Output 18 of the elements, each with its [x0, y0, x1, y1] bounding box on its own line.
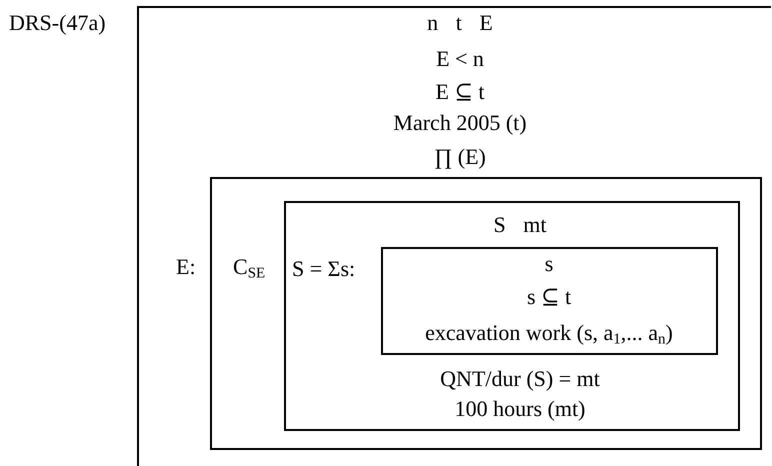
condition-text: S mt	[493, 212, 547, 238]
condition-text: E < n	[436, 46, 484, 72]
condition-text: ∏ (E)	[434, 144, 486, 170]
drs-box	[137, 6, 771, 466]
drs-label: DRS-(47a)	[9, 10, 106, 36]
condition-text: n t E	[427, 10, 493, 36]
condition-text: E ⊆ t	[436, 80, 484, 104]
drs-box	[381, 247, 718, 355]
condition-text: 100 hours (mt)	[454, 396, 586, 422]
condition-text: E:	[176, 254, 196, 280]
condition-text: QNT/dur (S) = mt	[440, 366, 600, 392]
condition-text: C$_{SE}$	[233, 254, 266, 280]
drs-box	[284, 201, 740, 431]
condition-text: S = Σs:	[292, 256, 356, 282]
condition-text: s	[544, 252, 554, 276]
condition-text: s ⊆ t	[526, 284, 572, 310]
condition-text: March 2005 (t)	[393, 110, 527, 136]
condition-text: excavation work (s, a$_{1}$,... a$_{n}$)	[425, 320, 673, 346]
